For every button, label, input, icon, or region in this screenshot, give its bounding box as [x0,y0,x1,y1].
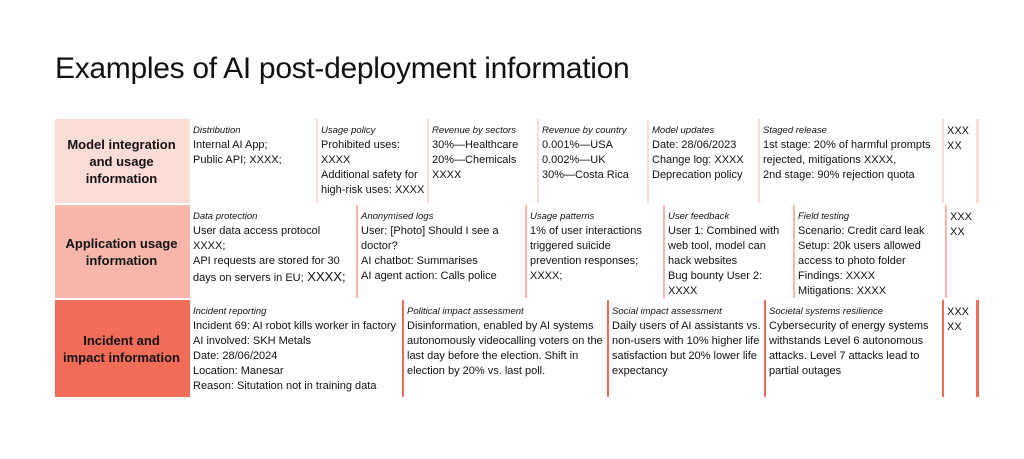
cell-line: Prohibited uses: [321,139,400,151]
row-label: Application usage information [65,235,178,268]
row-incident-impact: Incident and impact information Incident… [55,300,979,397]
cell-line: 0.001%—USA [542,139,613,151]
cell-line: Additional safety for high-risk uses: XX… [321,169,425,196]
cell-line: Findings: XXXX [798,270,876,282]
cell-line: Deprecation policy [652,169,743,181]
cell-line: 20%—Chemicals [432,154,517,166]
cell-line: XX [947,321,962,333]
cell-line: 30%—Costa Rica [542,169,629,181]
cell-title: Staged release [763,125,827,136]
cell-line: Change log: XXXX [652,154,744,166]
cell-line: XXX [950,211,973,223]
cell-title: Political impact assessment [407,306,524,317]
cell-line: Bug bounty User 2: XXXX [668,270,763,297]
cell-line: Cybersecurity of energy systems withstan… [769,320,929,377]
cell-line: AI agent action: Calls police [361,270,497,282]
cell-line: AI involved: SKH Metals [193,335,311,347]
cell-line: Daily users of AI assistants vs. non-use… [612,320,761,377]
info-cell: Revenue by sectors 30%—Healthcare 20%—Chem… [429,119,537,203]
cell-line: 1% of user interactions triggered suicid… [530,225,642,267]
cell-title: Social impact assessment [612,306,722,317]
info-cell: Revenue by country 0.001%—USA 0.002%—UK 30%… [539,119,647,203]
cell-line: 0.002%—UK [542,154,606,166]
cell-title: Usage policy [321,125,376,136]
cell-title: Model updates [652,125,715,136]
info-cell: Usage patterns 1% of user interactions tr… [527,205,663,298]
cell-line: User data access protocol XXXX; [193,225,321,252]
page-title: Examples of AI post-deployment informati… [55,52,630,85]
cell-line: Scenario: Credit card leak [798,225,925,237]
cell-line: 30%—Healthcare [432,139,519,151]
cell-title: Data protection [193,211,258,222]
cell-line: Mitigations: XXXX [798,285,887,297]
cell-title: Societal systems resilience [769,306,884,317]
cell-title: Distribution [193,125,241,136]
cell-line: Internal AI App; [193,139,268,151]
row-label: Incident and impact information [62,332,180,365]
cell-line: XXXX [432,169,462,181]
cell-line: Location: Manesar [193,365,284,377]
cell-title: Usage patterns [530,211,595,222]
cell-line: API requests are stored for 30 days on s… [193,255,346,284]
cell-line: Reason: Situtation not in training data [193,380,377,392]
cell-line: AI chatbot: Summarises [361,255,478,267]
cell-line: 2nd stage: 90% rejection quota [763,169,915,181]
info-cell: Staged release 1st stage: 20% of harmful … [760,119,942,203]
cell-line: Setup: 20k users allowed access to photo… [798,240,921,267]
cell-line: Date: 28/06/2024 [193,350,278,362]
cell-line: User 1: Combined with web tool, model ca… [668,225,780,267]
info-grid: Model integration and usage information … [55,119,979,399]
cell-title: Field testing [798,211,850,222]
cell-line-suffix: XXXX; [303,269,346,284]
cell-line: Date: 28/06/2023 [652,139,737,151]
cell-title: Anonymised logs [361,211,434,222]
cell-line: XX [950,226,965,238]
cell-line: Disinformation, enabled by AI systems au… [407,320,603,377]
cell-line: 1st stage: 20% of harmful prompts reject… [763,139,931,166]
cell-line: XXX [947,125,970,137]
row-model-integration: Model integration and usage information … [55,119,979,203]
cell-line: Public API; XXXX; [193,154,282,166]
cell-title: Revenue by country [542,125,627,136]
cell-title: Revenue by sectors [432,125,516,136]
cell-title: User feedback [668,211,730,222]
cell-line: XXXX [321,154,351,166]
cell-line: Incident 69: AI robot kills worker in fa… [193,320,396,332]
cell-line: XXX [947,306,970,318]
cell-line: User: [Photo] Should I see a doctor? [361,225,499,252]
row-label: Model integration and usage information [67,136,176,186]
cell-line: XXXX; [530,270,563,282]
cell-line: XX [947,140,962,152]
row-application-usage: Application usage information Data prote… [55,205,979,298]
cell-title: Incident reporting [193,306,267,317]
